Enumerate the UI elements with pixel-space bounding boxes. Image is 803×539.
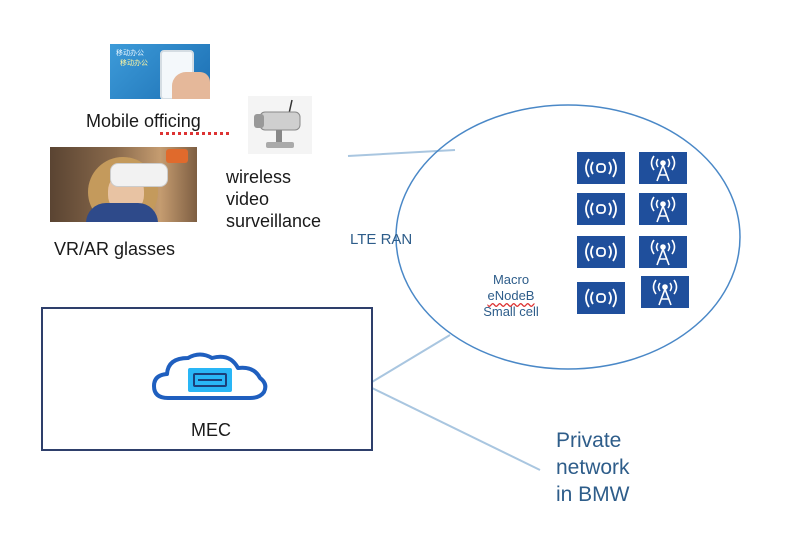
- small-cell-icon: [577, 236, 625, 268]
- ran-legend: Macro eNodeB Small cell: [483, 272, 539, 319]
- connector-surveillance-to-ran: [347, 149, 456, 157]
- macro-tower-icon: [639, 152, 687, 184]
- small-cell-icon: [577, 282, 625, 314]
- macro-tower-icon: [639, 193, 687, 225]
- mec-label: MEC: [191, 420, 231, 440]
- hand-shape: [172, 72, 210, 99]
- lte-ran-ellipse: [395, 104, 741, 370]
- vr-headset-photo: [50, 147, 197, 222]
- screen-caption-2: 移动办公: [120, 60, 148, 67]
- mobile-officing-label: Mobile officing: [86, 111, 201, 131]
- macro-tower-icon: [641, 276, 689, 308]
- smartphone-photo: 移动办公 移动办公: [110, 44, 210, 99]
- mec-box: [41, 307, 373, 451]
- connector-mec-to-ran: [371, 334, 451, 383]
- surveillance-label: wireless video surveillance: [226, 167, 322, 231]
- small-cell-icon: [577, 193, 625, 225]
- screen-caption-1: 移动办公: [116, 50, 144, 57]
- connector-mec-to-private-network: [371, 387, 541, 471]
- vr-headset: [110, 163, 168, 187]
- spellcheck-underline: [160, 132, 232, 135]
- macro-tower-icon: [639, 236, 687, 268]
- vr-ar-label: VR/AR glasses: [54, 239, 176, 259]
- cloud-server-icon: [150, 348, 272, 408]
- lte-ran-title: LTE RAN: [350, 231, 413, 248]
- person-shirt: [86, 203, 158, 222]
- small-cell-icon: [577, 152, 625, 184]
- cctv-camera-icon: [248, 96, 312, 154]
- private-network-label: Private network in BMW: [556, 429, 630, 506]
- orange-lamp: [166, 149, 188, 163]
